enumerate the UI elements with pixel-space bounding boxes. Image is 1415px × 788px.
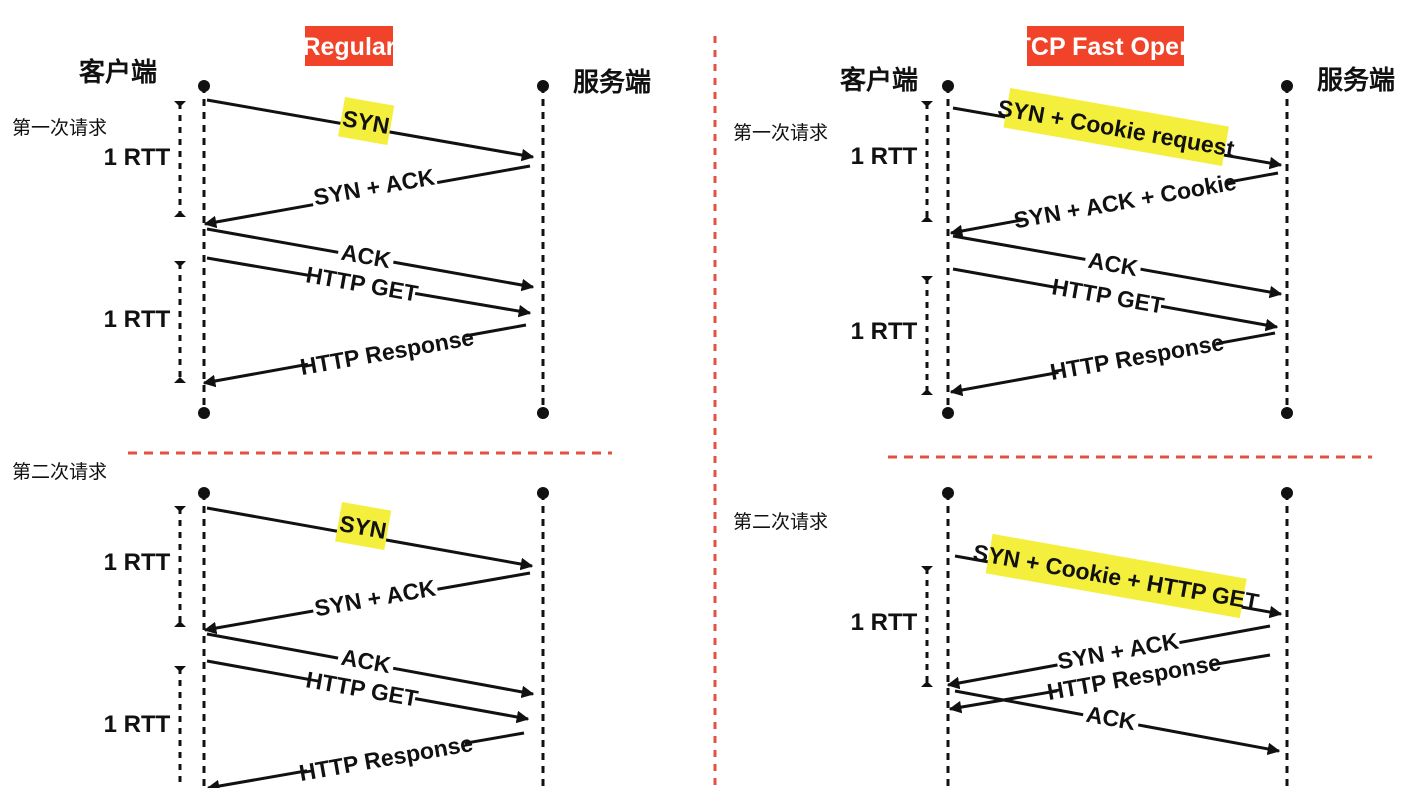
tfo-title: TCP Fast Open [1016, 33, 1195, 61]
lifelines [202, 86, 1289, 788]
left-rtt-label-2: 1 RTT [104, 306, 171, 333]
left-http-response-label: HTTP Response [298, 324, 476, 380]
right-http-get-label: HTTP GET [1050, 273, 1166, 318]
left-rtt-bracket-1 [174, 101, 186, 217]
right-client-label: 客户端 [840, 65, 918, 96]
left-rtt-label-4: 1 RTT [104, 711, 171, 738]
rtt-brackets [174, 101, 933, 788]
left-server-label: 服务端 [573, 68, 651, 98]
left-second-request-label: 第二次请求 [12, 461, 107, 483]
regular-title-badge: Regular [302, 26, 396, 66]
left-rtt-bracket-4 [174, 666, 186, 788]
right-ack-2-label: ACK [1084, 701, 1138, 735]
lifeline-endpoints [198, 80, 1293, 499]
right-http-response-label: HTTP Response [1048, 329, 1226, 385]
tfo-title-badge: TCP Fast Open [1016, 26, 1195, 66]
left-rtt-bracket-2 [174, 261, 186, 383]
left-rtt-bracket-3 [174, 506, 186, 627]
left-first-request-label: 第一次请求 [12, 117, 107, 139]
right-rtt-label-3: 1 RTT [851, 609, 918, 636]
left-rtt-label-1: 1 RTT [104, 144, 171, 171]
right-rtt-bracket-3 [921, 566, 933, 687]
right-server-label: 服务端 [1317, 66, 1395, 96]
right-second-request-label: 第二次请求 [733, 511, 828, 533]
regular-title: Regular [302, 33, 395, 61]
left-rtt-label-3: 1 RTT [104, 549, 171, 576]
left-2-http-response-label: HTTP Response [297, 730, 475, 786]
right-rtt-label-1: 1 RTT [851, 143, 918, 170]
right-rtt-bracket-2 [921, 276, 933, 395]
right-rtt-label-2: 1 RTT [851, 318, 918, 345]
right-rtt-bracket-1 [921, 101, 933, 222]
right-first-request-label: 第一次请求 [733, 122, 828, 144]
left-client-label: 客户端 [79, 57, 157, 88]
